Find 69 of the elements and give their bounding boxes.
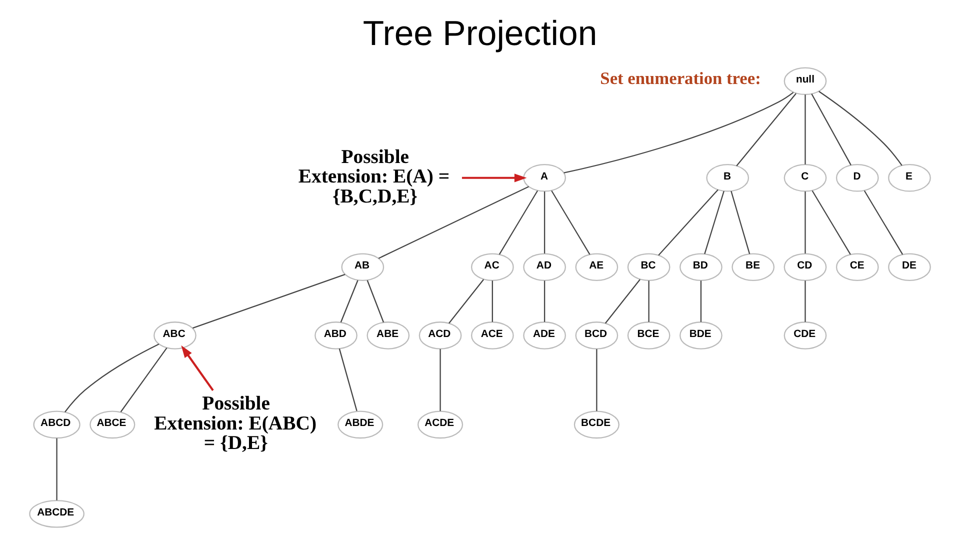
node-ellipse: ABCDE [29,500,84,528]
connector [440,349,441,412]
connector [564,92,794,174]
node-ellipse: CDE [784,322,827,350]
node-ellipse: AE [575,253,618,281]
node-ellipse: ABC [154,322,196,350]
diagram-title: Tree Projection [362,15,598,54]
node-ellipse: AB [341,253,384,281]
node-ellipse: null [784,67,827,96]
connector [544,192,546,254]
node-ellipse: E [888,164,931,192]
node-ellipse: AD [523,253,566,281]
connector [804,280,806,322]
node-ellipse: AC [470,253,514,281]
node-ellipse: BCDE [574,410,620,439]
node-ellipse: ABCE [90,410,136,439]
connector [120,348,168,412]
connector [448,279,484,324]
connector [804,192,806,254]
node-ellipse: BCE [627,322,670,350]
connector [340,280,358,322]
node-text: Possible Extension: E(ABC) = {D,E} [154,392,317,454]
connector [338,348,358,412]
connector [704,190,724,254]
arrow [462,174,527,182]
connector [864,190,904,255]
node-ellipse: ABE [366,322,410,350]
node-ellipse: ACD [418,322,462,350]
node-ellipse: ADE [523,322,566,350]
node-ellipse: C [784,164,827,192]
connector [64,344,160,412]
connector [192,274,346,329]
node-ellipse: CD [784,253,827,281]
node-ellipse: ACE [470,322,514,350]
node-ellipse: ABDE [338,410,384,439]
connector [366,280,384,322]
node-text: Possible Extension: E(A) = {B,C,D,E} [298,146,450,208]
node-ellipse: DE [888,253,931,281]
node-ellipse: ABD [314,322,358,350]
node-ellipse: A [523,164,566,192]
connector [498,190,538,255]
node-ellipse: BD [680,253,722,281]
node-ellipse: BCD [575,322,618,350]
connector [56,438,58,500]
label: Set enumeration tree: [600,69,761,88]
connector [818,90,902,166]
connector [604,279,640,324]
connector [378,186,529,259]
connector [812,190,851,255]
connector [596,349,598,412]
connector [544,280,546,322]
connector [648,280,650,322]
node-ellipse: B [706,164,750,192]
connector [700,280,702,322]
connector [658,189,718,256]
node-ellipse: ABCD [33,410,80,439]
node-ellipse: BC [627,253,670,281]
arrow [181,345,214,392]
connector [492,280,493,322]
connector [551,190,590,255]
connector [811,94,852,166]
connector [730,190,750,254]
node-ellipse: ACDE [417,410,464,439]
node-ellipse: BDE [680,322,722,350]
node-ellipse: BE [732,253,775,281]
connector [804,94,806,164]
connector [736,93,796,166]
node-ellipse: CE [836,253,879,281]
node-ellipse: D [836,164,879,192]
